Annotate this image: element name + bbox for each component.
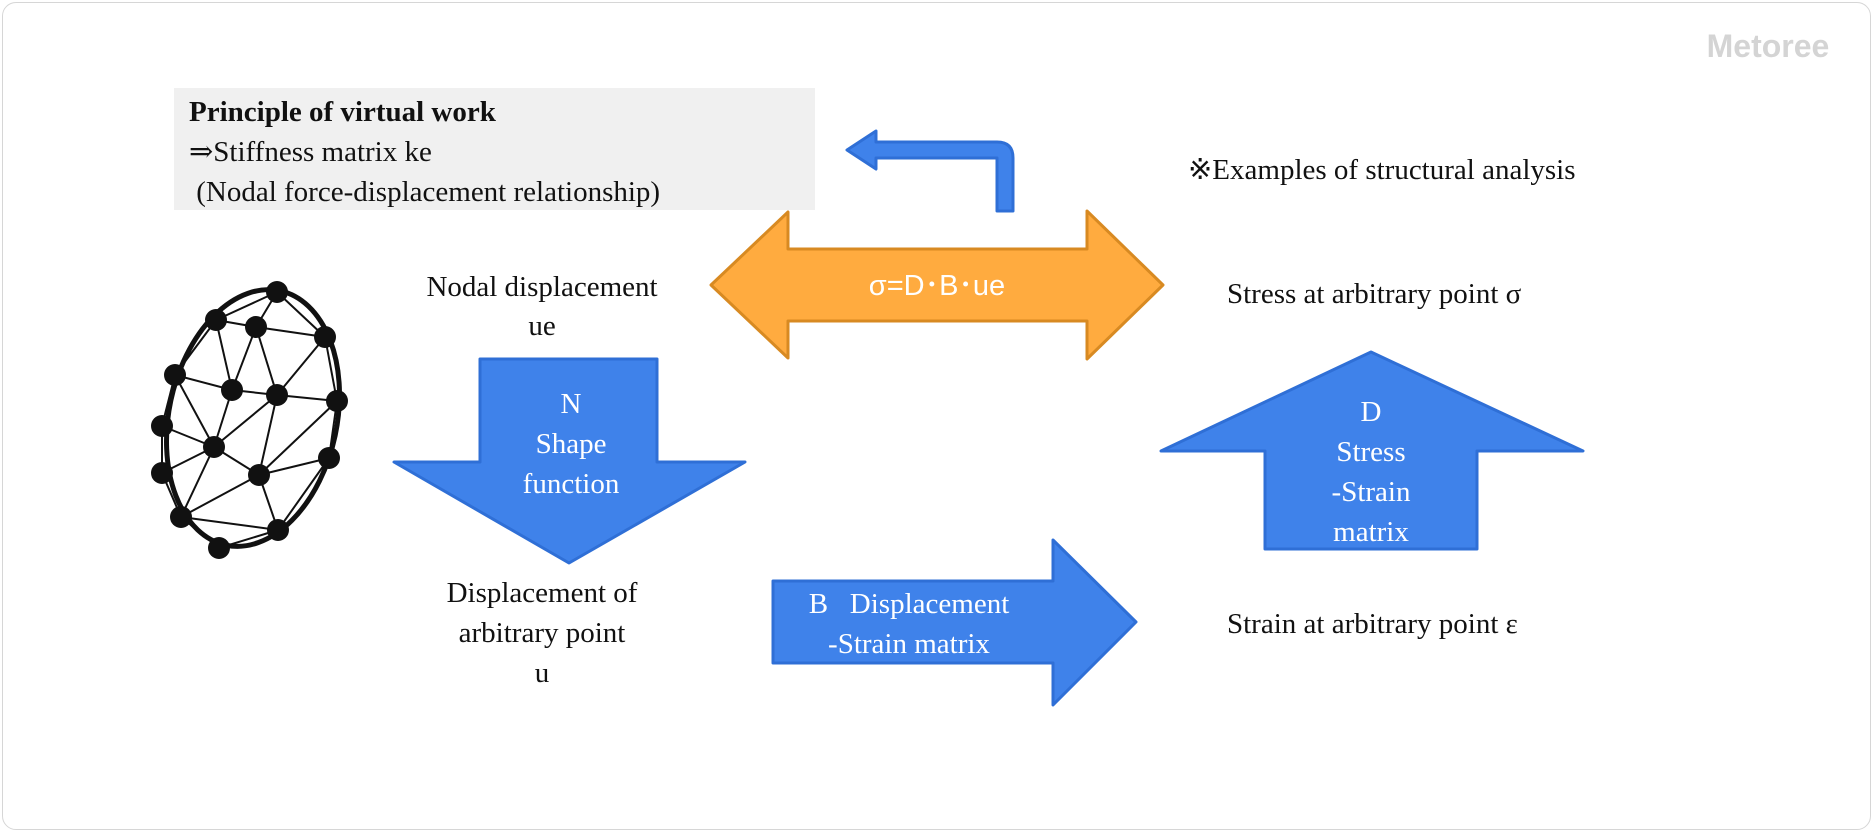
down-arrow-symbol: N — [561, 388, 582, 420]
return-arrow-icon — [845, 129, 1015, 213]
right-arrow-icon — [771, 538, 1138, 707]
down-arrow-icon — [392, 357, 747, 565]
up-arrow-icon — [1159, 350, 1585, 551]
up-arrow-line2: Stress — [1336, 436, 1405, 468]
diagram-canvas: Metoree Principle of virtual work ⇒Stiff… — [151, 28, 1830, 707]
up-arrow-line3: -Strain — [1332, 476, 1411, 508]
principle-box-bg — [174, 88, 815, 210]
displacement-label-symbol: u — [535, 657, 550, 689]
right-arrow-line2: -Strain matrix — [828, 628, 990, 660]
displacement-label-line1: Displacement of — [447, 577, 638, 609]
orange-double-arrow: σ=D･B･ue — [709, 209, 1165, 361]
nodal-displacement-label: Nodal displacement — [426, 271, 657, 303]
down-arrow-line3: function — [523, 468, 620, 500]
stress-label: Stress at arbitrary point σ — [1227, 278, 1522, 310]
principle-line-relationship: (Nodal force-displacement relationship) — [189, 176, 660, 208]
orange-arrow-formula: σ=D･B･ue — [869, 270, 1005, 302]
up-arrow-symbol: D — [1361, 396, 1382, 428]
nodal-displacement-symbol: ue — [528, 310, 555, 342]
shape-function-arrow: N Shape function — [392, 357, 747, 565]
note-structural-analysis: ※Examples of structural analysis — [1188, 154, 1576, 186]
displacement-label-line2: arbitrary point — [459, 617, 626, 649]
strain-label: Strain at arbitrary point ε — [1227, 608, 1518, 640]
fem-mesh-icon — [151, 281, 348, 559]
watermark-logo: Metoree — [1707, 28, 1830, 64]
up-arrow-line4: matrix — [1333, 516, 1409, 548]
principle-title: Principle of virtual work — [189, 96, 497, 128]
stress-matrix-arrow: D Stress -Strain matrix — [1159, 350, 1585, 551]
down-arrow-line2: Shape — [536, 428, 607, 460]
principle-line-stiffness: ⇒Stiffness matrix ke — [189, 136, 432, 168]
double-arrow-icon — [709, 209, 1165, 361]
principle-box: Principle of virtual work ⇒Stiffness mat… — [174, 88, 815, 210]
strain-matrix-arrow: B Displacement -Strain matrix — [771, 538, 1138, 707]
right-arrow-line1: B Displacement — [809, 588, 1010, 620]
